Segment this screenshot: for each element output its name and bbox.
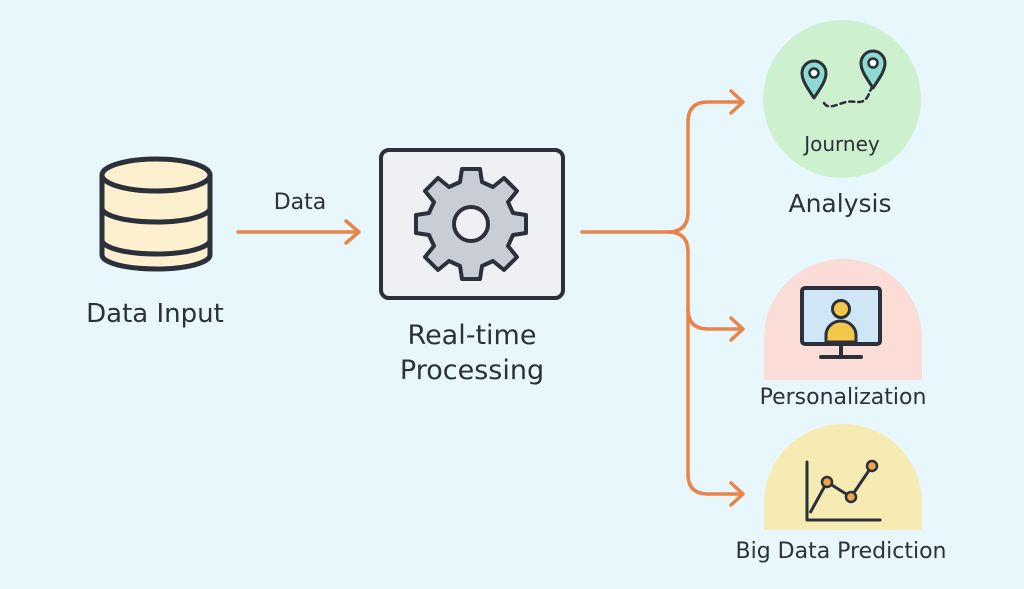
big-data-prediction-label: Big Data Prediction — [735, 539, 947, 564]
line-chart-icon — [805, 459, 882, 522]
database-icon — [99, 156, 213, 272]
data-input-label: Data Input — [86, 299, 224, 329]
analysis-label: Analysis — [788, 189, 892, 218]
data-edge-label: Data — [273, 190, 327, 215]
arrow-branches — [580, 89, 745, 507]
arrow-input-to-processing — [236, 219, 361, 245]
gear-icon — [414, 167, 528, 281]
personalization-label: Personalization — [759, 385, 927, 410]
journey-label: Journey — [804, 132, 880, 156]
prediction-shape — [764, 424, 922, 530]
processing-label: Real-time Processing — [399, 320, 545, 387]
map-pins-icon — [800, 49, 887, 108]
user-monitor-icon — [800, 286, 882, 359]
